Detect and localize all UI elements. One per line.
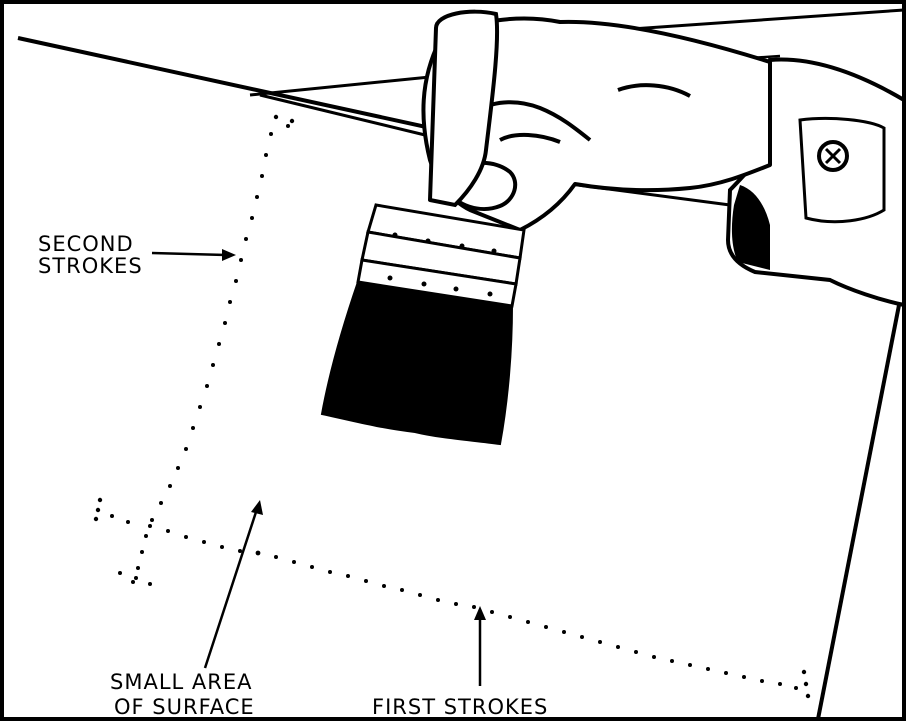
small-area-label-line2: OF SURFACE xyxy=(114,697,255,718)
small-area-label-line1: SMALL AREA xyxy=(110,672,252,693)
brush-bristles xyxy=(322,282,512,444)
second-strokes-dots xyxy=(131,115,294,584)
second-strokes-label-line1: SECOND xyxy=(38,234,134,255)
first-strokes-dots xyxy=(94,498,810,698)
second-strokes-label-line2: STROKES xyxy=(38,256,143,277)
first-strokes-label: FIRST STROKES xyxy=(372,697,548,718)
